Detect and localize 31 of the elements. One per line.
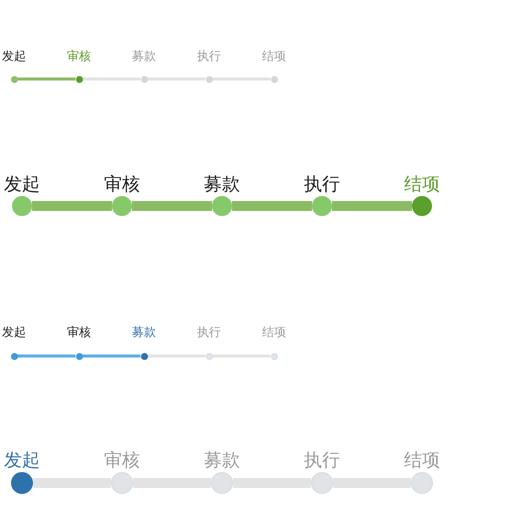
step-label: 募款 [204,175,240,193]
step-label: 募款 [132,326,156,338]
step-label: 募款 [204,451,240,469]
step-label: 发起 [4,175,40,193]
step-label: 发起 [2,50,26,62]
connector-line [18,354,76,358]
step-label: 审核 [67,50,91,62]
step-label: 审核 [104,451,140,469]
step-label: 执行 [197,326,221,338]
connector-line [333,478,411,488]
connector-line [82,354,140,358]
connector-line [133,478,211,488]
step-label: 审核 [67,326,91,338]
connector-line [233,478,311,488]
connector-line [32,201,112,211]
connector-line [332,201,412,211]
step-label: 执行 [197,50,221,62]
step-label: 结项 [404,175,440,193]
connector-line [18,78,76,80]
step-label: 审核 [104,175,140,193]
step-label: 结项 [404,451,440,469]
step-label: 发起 [4,451,40,469]
step-label: 结项 [262,50,286,62]
step-label: 执行 [304,175,340,193]
connector-line [132,201,212,211]
connector-line [33,478,111,488]
step-label: 执行 [304,451,340,469]
step-label: 发起 [2,326,26,338]
connector-line [232,201,312,211]
step-label: 结项 [262,326,286,338]
step-label: 募款 [132,50,156,62]
